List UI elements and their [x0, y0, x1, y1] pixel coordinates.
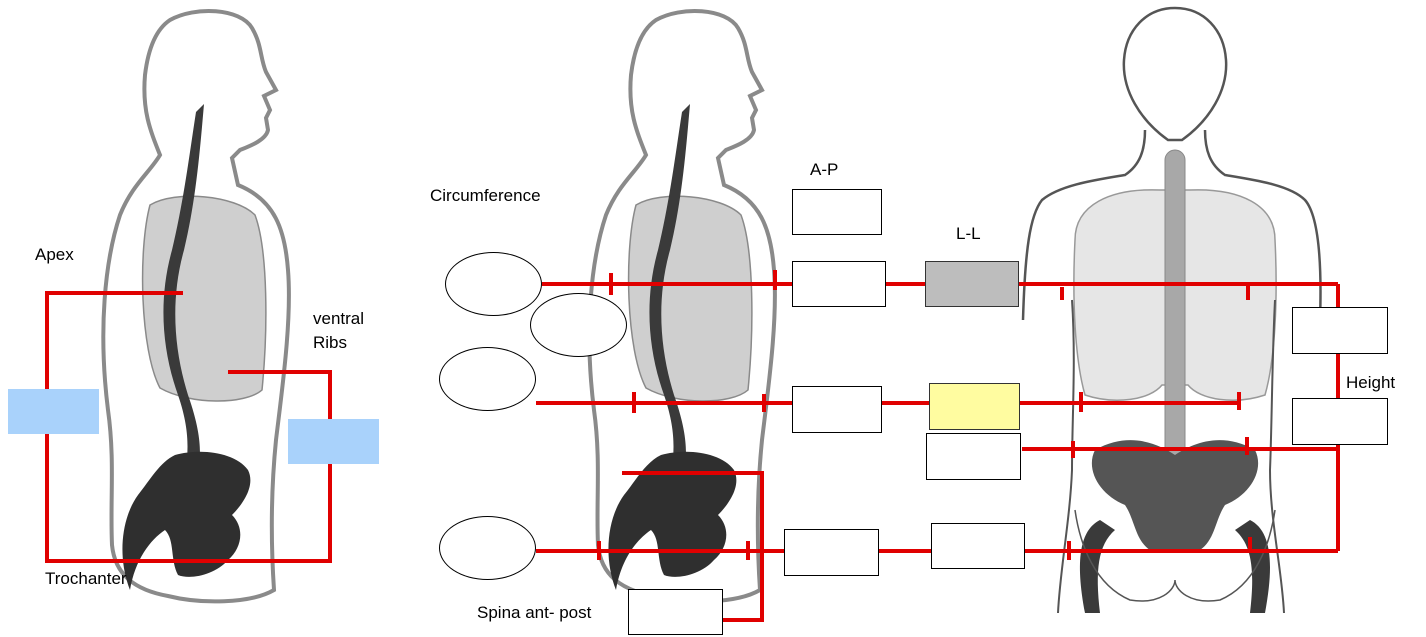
apex-trochanter-marker-box[interactable]	[8, 389, 99, 434]
front-view-figure	[1023, 8, 1320, 613]
trochanter-label: Trochanter	[45, 569, 127, 589]
ventral-label: ventral	[313, 309, 364, 329]
ll-label: L-L	[956, 224, 981, 244]
ll-value-box-middle[interactable]	[929, 383, 1020, 430]
spina-value-box[interactable]	[628, 589, 723, 635]
ap-label: A-P	[810, 160, 838, 180]
ll-value-box-pelvis[interactable]	[926, 433, 1021, 480]
circumference-oval-middle[interactable]	[439, 347, 536, 411]
circumference-oval-lower[interactable]	[439, 516, 536, 580]
circumference-oval-upper[interactable]	[445, 252, 542, 316]
front-femur-left	[1080, 520, 1115, 613]
ap-value-box-lower[interactable]	[784, 529, 879, 576]
height-label: Height	[1346, 373, 1395, 393]
front-spine	[1165, 150, 1185, 470]
ll-value-box-lower[interactable]	[931, 523, 1025, 569]
spina-label: Spina ant- post	[477, 603, 591, 623]
front-pelvis	[1092, 440, 1258, 550]
ribs-label: Ribs	[313, 333, 347, 353]
head-outline	[1124, 8, 1226, 140]
front-femur-right	[1235, 520, 1270, 613]
apex-label: Apex	[35, 245, 74, 265]
side-profile-figure-left	[47, 11, 330, 601]
ll-value-box-upper[interactable]	[925, 261, 1019, 307]
circumference-oval-upper-alt[interactable]	[530, 293, 627, 357]
ap-value-box-upper[interactable]	[792, 261, 886, 307]
height-value-box-lower[interactable]	[1292, 398, 1388, 445]
height-value-box-upper[interactable]	[1292, 307, 1388, 354]
ap-value-box-middle[interactable]	[792, 386, 882, 433]
ribs-marker-box[interactable]	[288, 419, 379, 464]
ap-value-box-top[interactable]	[792, 189, 882, 235]
lung-shape	[629, 196, 752, 401]
circumference-label: Circumference	[430, 186, 541, 206]
